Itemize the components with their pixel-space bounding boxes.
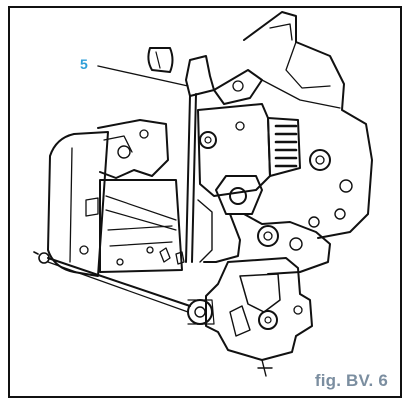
figure-frame (8, 6, 402, 398)
output-flange (187, 299, 215, 325)
upper-housing (243, 11, 373, 239)
callout-number-label: 5 (80, 56, 88, 72)
selector-cable (33, 251, 191, 313)
mounting-bracket (147, 47, 263, 263)
callout-leader-line (97, 65, 189, 87)
bell-housing (47, 119, 183, 277)
figure-caption: fig. BV. 6 (314, 371, 388, 390)
fastener-details (116, 246, 185, 266)
main-casing (197, 103, 331, 275)
differential-housing (205, 257, 313, 377)
